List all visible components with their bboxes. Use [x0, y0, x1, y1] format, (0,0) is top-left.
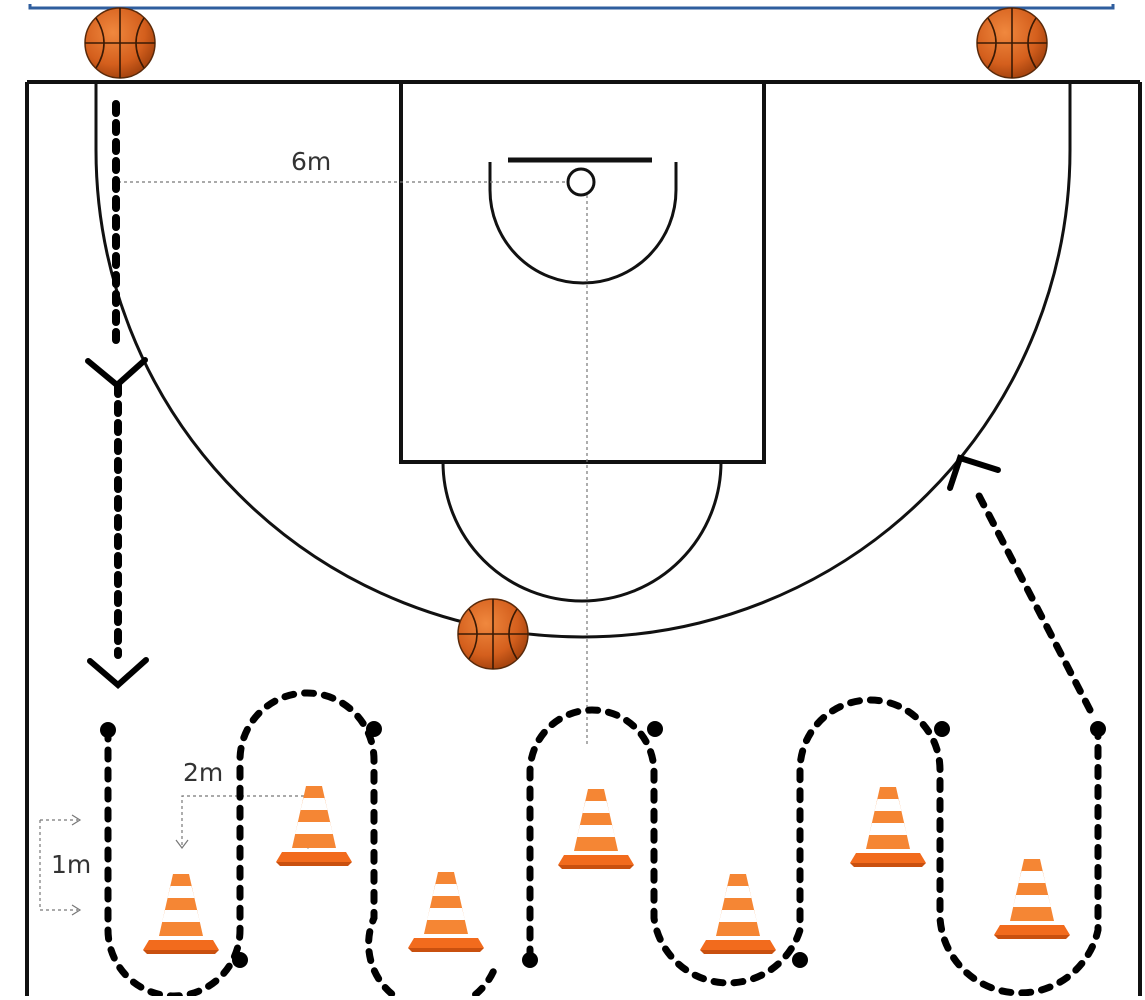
traffic-cone-icon — [408, 872, 484, 952]
distance-line-2m — [182, 796, 308, 845]
frame-border — [30, 4, 1113, 8]
three-point-line — [96, 82, 1070, 637]
turn-point — [792, 952, 808, 968]
turn-point — [934, 721, 950, 737]
traffic-cone-icon — [850, 787, 926, 867]
restricted-area-arc — [490, 162, 676, 283]
basket-hoop — [568, 169, 594, 195]
turn-point — [100, 722, 116, 738]
traffic-cone-icon — [558, 789, 634, 869]
turn-point — [647, 721, 663, 737]
basketball-icon — [85, 8, 155, 78]
turn-point — [232, 952, 248, 968]
traffic-cone-icon — [276, 786, 352, 866]
traffic-cone-icon — [143, 874, 219, 954]
paint-key — [401, 82, 764, 462]
return-path — [975, 488, 1090, 710]
direction-arrow-up — [950, 458, 998, 488]
turn-point — [366, 721, 382, 737]
label-6m: 6m — [291, 147, 331, 176]
direction-arrow-down — [88, 360, 145, 385]
basketball-icon — [977, 8, 1047, 78]
label-1m: 1m — [51, 850, 91, 879]
turn-point — [1090, 721, 1106, 737]
traffic-cone-icon — [994, 859, 1070, 939]
label-2m: 2m — [183, 758, 223, 787]
direction-arrow-down-2 — [90, 660, 146, 685]
free-throw-circle — [443, 462, 721, 601]
traffic-cone-icon — [700, 874, 776, 954]
basketball-icon — [458, 599, 528, 669]
turn-point — [522, 952, 538, 968]
